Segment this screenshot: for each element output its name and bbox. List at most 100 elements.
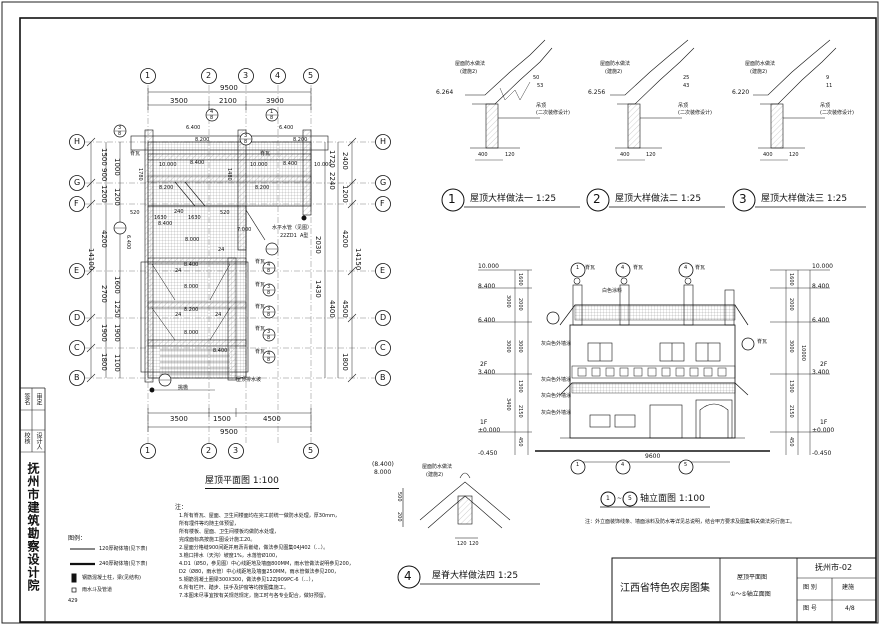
elev-dim-outer-2: 3000 (505, 340, 511, 353)
plan-left-dim-4: 4200 (100, 230, 108, 248)
titleblock-number-value: 4/8 (845, 605, 855, 612)
notes-item-7: 4.D1（Ø50，参见图）中心线距地及墙面800MM，雨水管做法说明参见200， (179, 561, 354, 567)
plan-small-dim-24b: 24 (175, 268, 182, 274)
detail-3-title: 屋顶大样做法三 1:25 (761, 194, 848, 204)
plan-callout-7-den: 8 (267, 312, 271, 318)
detail-3-num: 3 (739, 192, 747, 206)
elev-material-3: 灰白色外墙涂 (541, 377, 572, 383)
detail-3-dim-1: 400 (763, 152, 773, 158)
detail-3-label-4: (二次装修设计) (820, 110, 854, 116)
axis-label-bottom-2: 2 (206, 446, 212, 455)
elev-right-level-3400: 3.400 (812, 369, 830, 376)
detail-2-dim-4: 43 (683, 83, 690, 89)
plan-callout-7-num: 3 (267, 306, 271, 312)
elev-right-1f: 1F (820, 419, 828, 426)
elev-axis-right-bottom: 5 (684, 462, 688, 468)
detail-3-dim-2: 120 (789, 152, 799, 158)
elev-right-level-0: ±0.000 (812, 427, 835, 434)
detail-4 (402, 472, 511, 539)
detail-2-dim-3: 25 (683, 75, 690, 81)
plan-elev-16: 8.000 (184, 284, 199, 290)
elev-dim-right-450: 450 (788, 437, 794, 447)
axis-label-left-E: E (74, 266, 80, 275)
plan-top-dim-2: 2100 (219, 97, 237, 105)
elev-axis-mid-bottom: 4 (621, 462, 625, 468)
plan-callout-2-den: 8 (210, 115, 214, 121)
plan-small-dim-24a: 24 (218, 247, 225, 253)
plan-callout-1-den: 8 (118, 131, 122, 137)
detail-1-label-4: (二次装修设计) (536, 110, 570, 116)
plan-right-inner-2: 2240 (328, 172, 336, 190)
detail-3-label-2: (建施2) (750, 69, 768, 75)
plan-title: 屋顶平面图 1:100 (205, 477, 279, 489)
titleblock-collection: 江西省特色农房图集 (620, 583, 710, 594)
elev-dim-2150: 2150 (517, 405, 523, 418)
elev-left-1f: 1F (480, 419, 488, 426)
plan-right-dim-2: 1200 (341, 185, 349, 203)
notes-item-5: 2.屋面分格缝900间距并用沥青嵌缝，做法参见图集04J402（…）。 (179, 545, 329, 551)
elev-left-level-3400: 3.400 (478, 369, 496, 376)
elev-dim-1300: 1300 (517, 380, 523, 393)
legend-item-240: 240厚砌体墙(见下表) (99, 561, 148, 567)
axis-label-top-4: 4 (275, 71, 281, 80)
plan-callout-1-num: 3 (118, 125, 122, 131)
elev-dim-3000: 3000 (517, 340, 523, 353)
elev-note: 注：外立面装饰线条、墙面涂料及防水等详见总说明，结合甲方要求及图集相关做法另行施… (585, 519, 796, 525)
axis-label-left-C: C (74, 343, 80, 352)
plan-right-dim-3: 4200 (341, 230, 349, 248)
axis-label-top-2: 2 (206, 71, 212, 80)
elev-material-ridge-4: 脊瓦 (757, 339, 768, 345)
detail-4-num: 4 (404, 569, 412, 583)
elev-right-level-8400: 8.400 (812, 283, 830, 290)
plan-callout-9-den: 8 (267, 357, 271, 363)
detail-3 (753, 39, 837, 161)
detail-4-dim-1: 500 (396, 492, 402, 502)
detail-4-label-2: (建施2) (426, 472, 444, 478)
plan-elev-10: 8.200 (159, 185, 174, 191)
elev-axis-right-top: 4 (684, 265, 688, 271)
elev-axis-left-top: 1 (576, 265, 580, 271)
plan-callout-5-den: 8 (267, 268, 271, 274)
notes-item-6: 3.檐口排水（天沟）坡度1%，水落管Ø100， (179, 553, 281, 559)
detail-2-elev: 6.256 (588, 89, 606, 96)
plan-elev-11: 8.200 (255, 185, 270, 191)
elev-material-ridge-1: 脊瓦 (585, 265, 596, 271)
elev-dim-outer-1: 3000 (505, 295, 511, 308)
signature-checker: 校核 (23, 432, 30, 444)
elev-material-ridge-2: 脊瓦 (633, 265, 644, 271)
plan-left-inner-6: 1100 (113, 354, 121, 372)
elev-dim-right-2150: 2150 (788, 405, 794, 418)
elev-right-level-neg: -0.450 (812, 450, 832, 457)
plan-right-inner-4: 1430 (314, 280, 322, 298)
axis-label-left-G: G (74, 178, 81, 187)
plan-small-dim-1630a: 1630 (154, 215, 167, 221)
elev-left-2f: 2F (480, 361, 488, 368)
titleblock-drawing-name-1: 屋顶平面图 (737, 574, 768, 581)
detail-2-label-1: 屋面防水做法 (600, 61, 631, 67)
plan-small-dim-520b: 520 (220, 210, 230, 216)
elev-left-level-0: ±0.000 (478, 427, 501, 434)
plan-elev-19: 8.400 (213, 348, 228, 354)
axis-label-left-D: D (74, 313, 81, 322)
plan-elev-12: 8.400 (158, 221, 173, 227)
detail-1-label-2: (建施2) (460, 69, 478, 75)
axis-label-right-B: B (380, 373, 386, 382)
detail-4-label-1: 屋面防水做法 (422, 464, 453, 470)
plan-left-dim-7: 1800 (100, 353, 108, 371)
elev-title-text: 轴立面图 1:100 (640, 494, 705, 504)
plan-callout-6-num: 3 (267, 284, 271, 290)
axis-label-right-H: H (380, 137, 387, 146)
elev-left-level-6400: 6.400 (478, 317, 496, 324)
elev-dim-outer-3: 3400 (505, 398, 511, 411)
plan-left-dim-2: 900 (100, 168, 108, 182)
elev-dim-right-1300: 1300 (788, 380, 794, 393)
titleblock-drawing-name-2: ①～⑤轴立面图 (730, 591, 771, 598)
elev-right-2f: 2F (820, 361, 828, 368)
detail-1-title: 屋顶大样做法一 1:25 (470, 194, 557, 204)
plan-label-ridge-1: 脊瓦 (130, 151, 141, 157)
axis-label-right-D: D (380, 313, 387, 322)
axis-label-left-F: F (74, 199, 79, 208)
plan-label-a-type: A型 (300, 233, 309, 239)
axis-label-right-F: F (380, 199, 385, 208)
plan-label-ridge-4: 脊瓦 (255, 282, 266, 288)
